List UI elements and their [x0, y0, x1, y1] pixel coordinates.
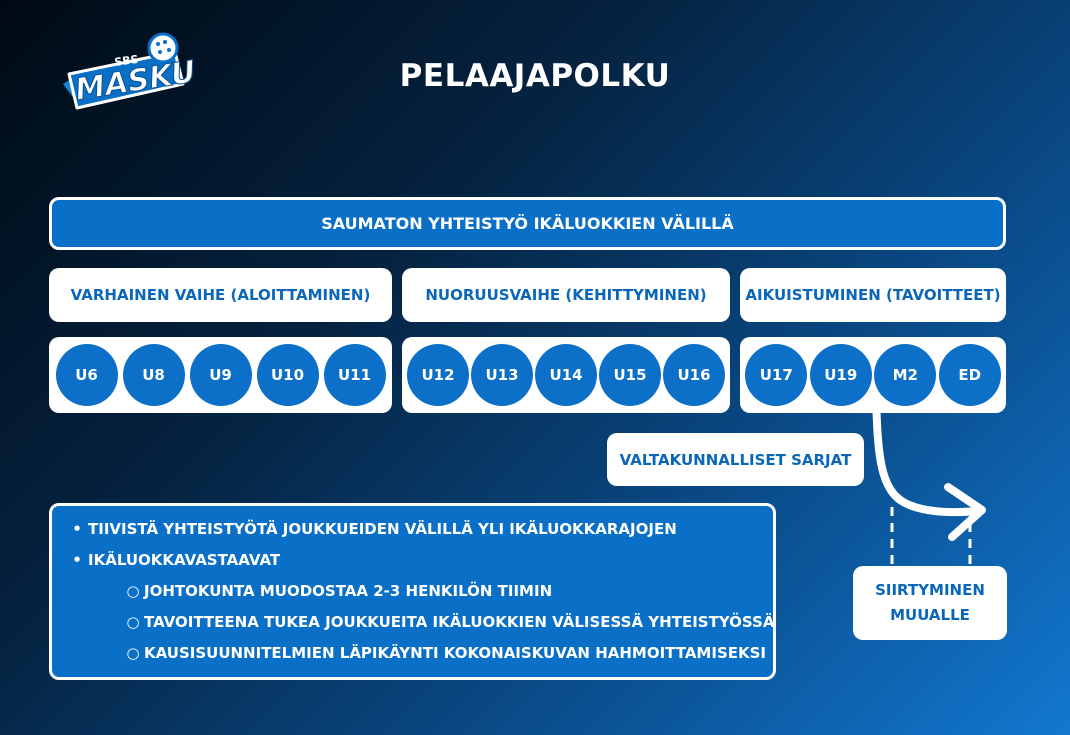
move-elsewhere-box: SIIRTYMINEN MUUALLE	[853, 566, 1007, 640]
age-group-circle: U16	[663, 344, 725, 406]
age-group-circle: U14	[535, 344, 597, 406]
list-item: •IKÄLUOKKAVASTAAVAT	[72, 551, 281, 569]
age-group-circle: ED	[938, 344, 1001, 406]
masku-logo: SBS MASKU	[63, 32, 195, 110]
page-title: PELAAJAPOLKU	[399, 58, 671, 94]
age-groups-early: U6 U8 U9 U10 U11	[49, 337, 392, 413]
age-group-circle: U11	[323, 344, 386, 406]
age-group-circle: U17	[745, 344, 808, 406]
age-group-circle: U10	[256, 344, 319, 406]
move-elsewhere-line2: MUUALLE	[890, 606, 970, 624]
move-elsewhere-line1: SIIRTYMINEN	[875, 581, 985, 599]
age-group-circle: U12	[407, 344, 469, 406]
transition-arrow-icon	[872, 395, 986, 567]
sub-list-item: ○KAUSISUUNNITELMIEN LÄPIKÄYNTI KOKONAISK…	[126, 644, 767, 662]
list-item: •TIIVISTÄ YHTEISTYÖTÄ JOUKKUEIDEN VÄLILL…	[72, 520, 677, 538]
info-box: •TIIVISTÄ YHTEISTYÖTÄ JOUKKUEIDEN VÄLILL…	[49, 503, 776, 680]
phase-youth: NUORUUSVAIHE (KEHITTYMINEN)	[402, 268, 730, 322]
sub-list-item: ○TAVOITTEENA TUKEA JOUKKUEITA IKÄLUOKKIE…	[126, 613, 775, 631]
age-group-circle: U6	[55, 344, 118, 406]
sub-list-item: ○JOHTOKUNTA MUODOSTAA 2-3 HENKILÖN TIIMI…	[126, 582, 553, 600]
phase-adult: AIKUISTUMINEN (TAVOITTEET)	[740, 268, 1006, 322]
age-group-circle: U13	[471, 344, 533, 406]
national-series-box: VALTAKUNNALLISET SARJAT	[607, 433, 864, 486]
age-group-circle: M2	[874, 344, 937, 406]
age-group-circle: U9	[189, 344, 252, 406]
age-groups-youth: U12 U13 U14 U15 U16	[402, 337, 730, 413]
svg-text:SBS: SBS	[114, 53, 140, 69]
age-group-circle: U19	[809, 344, 872, 406]
cooperation-banner: SAUMATON YHTEISTYÖ IKÄLUOKKIEN VÄLILLÄ	[49, 197, 1006, 250]
phase-early: VARHAINEN VAIHE (ALOITTAMINEN)	[49, 268, 392, 322]
age-group-circle: U15	[599, 344, 661, 406]
age-group-circle: U8	[122, 344, 185, 406]
